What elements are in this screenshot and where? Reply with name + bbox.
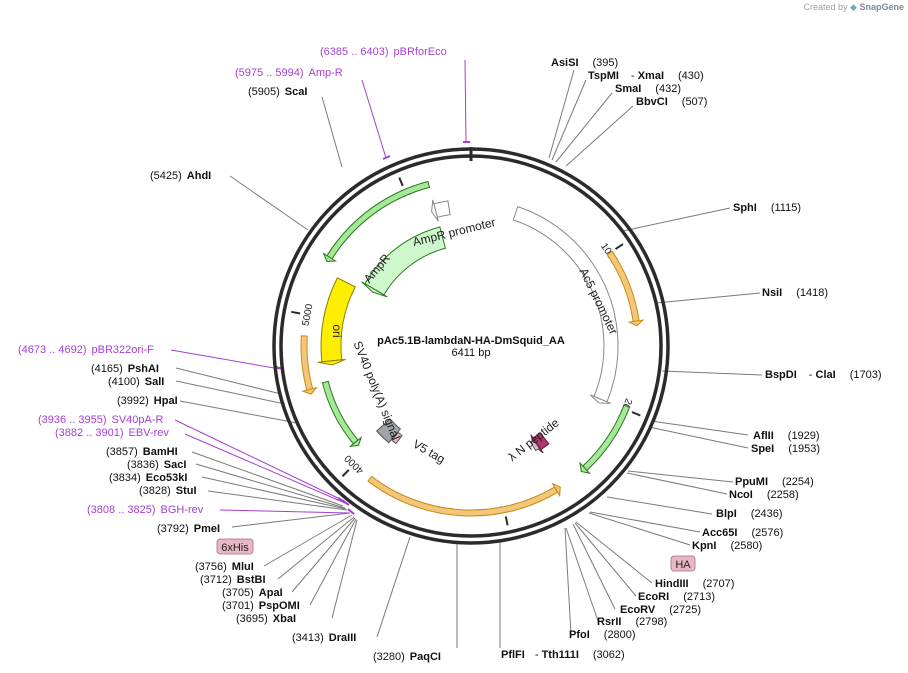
feature-arrowhead-orange1 — [627, 319, 645, 327]
primer-ebv-rev: (3882 .. 3901)EBV-rev — [55, 427, 169, 439]
feature-arrowhead-amprpromoter — [431, 199, 439, 222]
badge-ha: HA — [670, 555, 696, 572]
feature-arrowhead-orange2 — [551, 482, 561, 498]
feature-green3 — [326, 180, 431, 260]
snapgene-brand-text: SnapGene — [859, 2, 904, 12]
site-pmei: (3792)PmeI — [157, 523, 220, 535]
scale-tick-1000 — [614, 243, 624, 250]
feature-arrowhead-ori — [317, 358, 346, 366]
site-nsii: NsiI(1418) — [762, 287, 828, 299]
site-bstbi: (3712)BstBI — [200, 574, 266, 586]
site-sali: (4100)SalI — [108, 376, 164, 388]
site-lines — [175, 69, 763, 648]
feature-green2 — [321, 380, 359, 445]
site-hpai: (3992)HpaI — [117, 395, 178, 407]
site-smai: SmaI(432) — [615, 83, 681, 95]
site-hindiii: HindIII(2707) — [655, 578, 734, 590]
site-ncoi: NcoI(2258) — [729, 489, 799, 501]
badge-ha-label: HA — [675, 559, 691, 571]
feature-arrowhead-green2 — [348, 435, 363, 448]
feature-arrowhead-orange3 — [301, 386, 318, 395]
scale-tick-2000 — [631, 411, 641, 417]
feature-arrowhead-green3 — [322, 252, 338, 262]
feature-arrowhead-green1 — [579, 461, 592, 475]
site-rsrii: RsrII(2798) — [597, 616, 667, 628]
right-restriction-sites: AsiSI(395) TspMI- XmaI(430) SmaI(432) Bb… — [501, 57, 882, 661]
site-pflfi-tth111i: PflFI- Tth111I(3062) — [501, 649, 625, 661]
feature-sv40 — [375, 418, 402, 444]
site-bspdi-clai: BspDI- ClaI(1703) — [765, 369, 882, 381]
site-ecorv: EcoRV(2725) — [620, 604, 701, 616]
site-pfoi: PfoI(2800) — [569, 629, 636, 641]
feature-ampr — [364, 226, 447, 296]
plasmid-name: pAc5.1B-lambdaN-HA-DmSquid_AA — [377, 335, 565, 347]
snapgene-logo-icon: ◆ — [850, 2, 857, 12]
site-pspomi: (3701)PspOMI — [222, 600, 300, 612]
site-bamhi: (3857)BamHI — [106, 446, 178, 458]
primer-labels: (6385 .. 6403)pBRforEco (5975 .. 5994)Am… — [18, 46, 447, 516]
lambda-n-peptide-label: λ N peptide — [505, 415, 562, 464]
plasmid-size: 6411 bp — [452, 347, 491, 359]
feature-orange3 — [300, 335, 314, 391]
scale-tick-3000 — [504, 516, 509, 526]
site-asisi: AsiSI(395) — [551, 57, 618, 69]
site-apai: (3705)ApaI — [222, 587, 283, 599]
snapgene-watermark: Created by ◆ SnapGene — [804, 2, 905, 13]
primer-pbrforeco: (6385 .. 6403)pBRforEco — [320, 46, 447, 58]
site-mlui: (3756)MluI — [195, 561, 254, 573]
created-by-text: Created by — [803, 2, 848, 12]
site-ppumi: PpuMI(2254) — [735, 476, 814, 488]
primer-sv40pa-r: (3936 .. 3955)SV40pA-R — [38, 414, 164, 426]
site-bbvci: BbvCI(507) — [636, 96, 707, 108]
feature-arrowhead-ampr — [361, 281, 388, 298]
scale-tick-6000 — [398, 177, 404, 187]
site-ecori: EcoRI(2713) — [638, 591, 715, 603]
primer-amp-r: (5975 .. 5994)Amp-R — [235, 67, 343, 79]
site-stui: (3828)StuI — [139, 485, 197, 497]
site-ahdi: (5425)AhdI — [150, 170, 211, 182]
sv40-polya-label: SV40 poly(A) signal — [350, 339, 402, 442]
feature-v5 — [391, 431, 403, 445]
feature-arcs — [300, 180, 645, 517]
feature-orange2 — [367, 475, 559, 517]
scale-tick-4000 — [341, 469, 350, 477]
site-sphi: SphI(1115) — [733, 202, 801, 214]
primer-lines — [170, 59, 467, 514]
site-saci: (3836)SacI — [127, 459, 186, 471]
site-blpi: BlpI(2436) — [716, 508, 783, 520]
site-paqci: (3280)PaqCI — [373, 651, 441, 663]
badge-6xhis: 6xHis — [216, 538, 254, 555]
scale-tick-5000 — [291, 310, 301, 315]
site-scai: (5905)ScaI — [248, 86, 307, 98]
v5-tag-label: V5 tag — [410, 437, 447, 466]
site-acc65i: Acc65I(2576) — [702, 527, 783, 539]
site-tspmi-xmai: TspMI- XmaI(430) — [588, 70, 704, 82]
ampr-promoter-label: AmpR promoter — [411, 215, 497, 249]
feature-arrowhead-ac5 — [590, 394, 611, 404]
left-restriction-sites: (5905)ScaI (5425)AhdI (4165)PshAI (4100)… — [91, 86, 441, 663]
feature-ha — [529, 439, 540, 452]
badge-6xhis-label: 6xHis — [221, 542, 249, 554]
site-draiii: (3413)DraIII — [292, 632, 356, 644]
feature-ori — [320, 277, 356, 363]
site-kpni: KpnI(2580) — [692, 540, 762, 552]
site-pshai: (4165)PshAI — [91, 363, 159, 375]
ori-label: ori — [330, 324, 344, 337]
site-xbai: (3695)XbaI — [236, 613, 296, 625]
primer-pbr322ori-f: (4673 .. 4692)pBR322ori-F — [18, 344, 154, 356]
site-spei: SpeI(1953) — [751, 443, 820, 455]
site-eco53ki: (3834)Eco53kI — [109, 472, 187, 484]
primer-bgh-rev: (3808 .. 3825)BGH-rev — [87, 504, 204, 516]
feature-amprpromoter — [433, 200, 451, 218]
site-aflii: AflII(1929) — [753, 430, 820, 442]
scale-tick-label-5000: 5000 — [301, 303, 316, 327]
